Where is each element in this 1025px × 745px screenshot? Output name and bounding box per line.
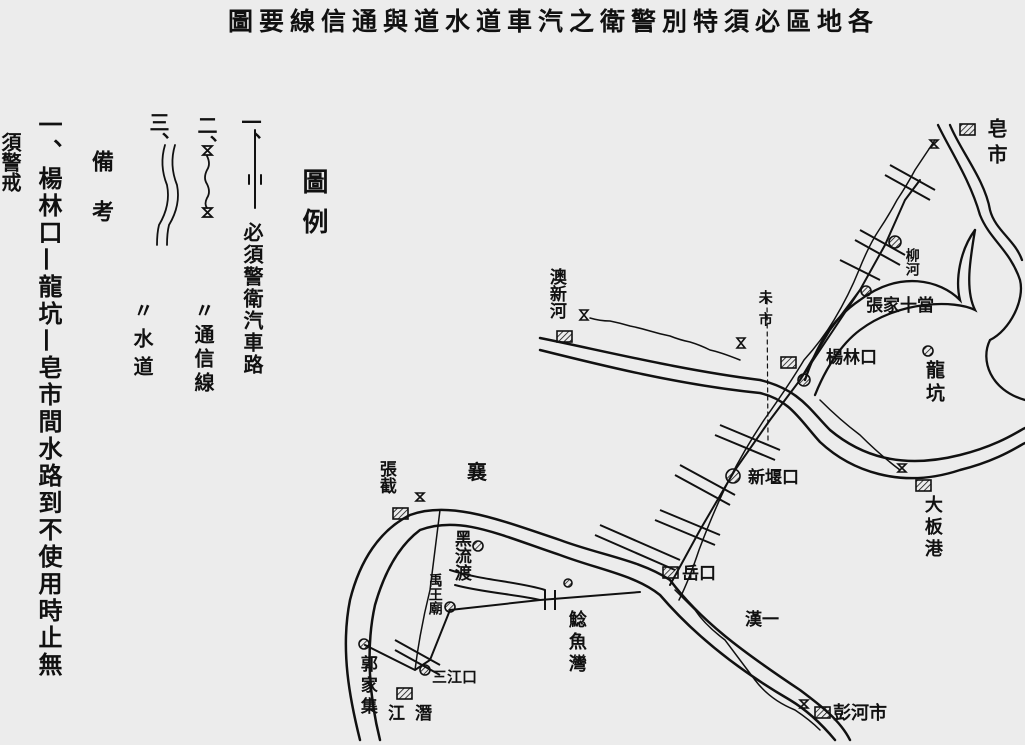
label-zhangjie: 張截: [375, 460, 396, 494]
legend-item-3-num: 三、: [146, 112, 170, 152]
legend-waterway-symbol: [156, 144, 179, 246]
notes-item: 一、楊林口—龍坑—皂市間水路到不使用時止無: [34, 112, 63, 679]
label-xiang: 襄: [467, 460, 487, 484]
label-dabangang: 大板港: [921, 495, 943, 561]
label-xinyankou: 新堰口: [748, 468, 799, 488]
label-zhangjia: 張家十當: [866, 296, 934, 316]
label-yanglinkou: 楊林口: [826, 348, 877, 368]
label-guojiaji: 郭家集: [356, 655, 377, 718]
label-penghe: 彭河市: [833, 703, 887, 724]
label-longkeng: 龍坑: [922, 360, 945, 406]
label-heiliudu: 黑流渡: [450, 530, 471, 581]
label-zaoshi: 皂市: [984, 118, 1008, 170]
han-river-south-bank: [538, 348, 1025, 480]
legend-item-1-num: 一、: [238, 112, 262, 152]
label-weishi: 未市: [756, 290, 773, 334]
legend-item-2-text: 〃通信線: [191, 300, 215, 396]
han-river-north-bank: [538, 336, 1025, 463]
label-liuhe: 柳河: [903, 248, 920, 276]
notes-heading: 備考: [88, 150, 114, 250]
legend-item-1-text: 必須警衛汽車路: [240, 222, 264, 376]
label-qianjiang: 江潛: [388, 704, 442, 724]
legend-road-symbol: [248, 129, 262, 209]
label-yuwangmiao: 禹王廟: [426, 573, 443, 615]
label-nianyuwan: 鯰魚灣: [565, 610, 587, 676]
label-yuekou: 岳口: [682, 564, 716, 584]
legend-item-3-text: 〃水道: [130, 300, 154, 384]
map-title: 圖要線信通與道水道車汽之衛警別特須必區地各: [228, 7, 880, 36]
legend-heading: 圖例: [298, 168, 328, 248]
legend-telegraph-symbol: [200, 145, 215, 218]
label-han: 漢一: [745, 610, 779, 630]
notes-margin-fragment: 須警戒: [0, 132, 22, 192]
label-sanjiangkou: 三江口: [432, 668, 478, 686]
label-aoxinhe: 澳新河: [545, 268, 566, 319]
